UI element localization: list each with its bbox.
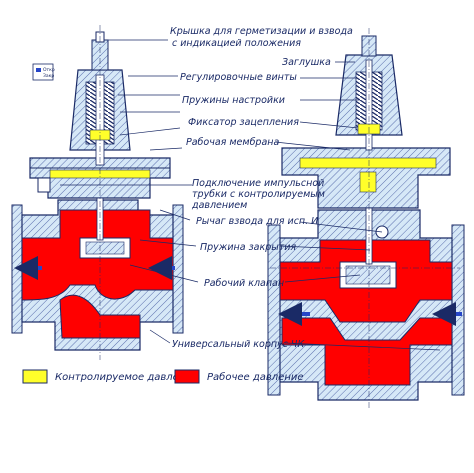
label-latch: Фиксатор зацепления xyxy=(188,117,299,128)
right-valve-inlet-flange xyxy=(451,224,465,396)
label-impulse-line3: давлением xyxy=(191,200,247,211)
label-valve: Рабочий клапан xyxy=(204,278,284,289)
indicator-closed-label: Закр xyxy=(43,73,54,79)
label-plug: Заглушка xyxy=(282,57,331,68)
label-setting-springs: Пружины настройки xyxy=(182,95,285,106)
label-cap-line2: с индикацией положения xyxy=(172,38,301,49)
legend-controlled-label: Контролируемое давление xyxy=(55,372,198,383)
label-membrane: Рабочая мембрана xyxy=(186,137,279,148)
label-cap-line1: Крышка для герметизации и взвода xyxy=(170,26,353,37)
indicator-open-label: Откр xyxy=(43,67,55,73)
label-cocking-lever: Рычаг взвода для исп. И xyxy=(196,216,318,227)
label-impulse-line1: Подключение импульсной xyxy=(192,178,324,189)
position-indicator: Откр Закр xyxy=(32,63,55,81)
legend-working-swatch xyxy=(174,369,200,384)
label-impulse-line2: трубки с контролируемым xyxy=(192,189,325,200)
label-body: Универсальный корпус ЧК xyxy=(172,339,305,350)
legend: Контролируемое давление Рабочее давление xyxy=(22,369,304,384)
callout-leaders xyxy=(60,39,441,351)
legend-working-label: Рабочее давление xyxy=(207,371,304,383)
left-valve-impulse-fitting xyxy=(37,177,51,193)
label-closing-spring: Пружина закрытия xyxy=(200,242,296,253)
legend-controlled-swatch xyxy=(22,369,48,384)
right-valve-controlled-zone xyxy=(299,157,437,169)
left-valve xyxy=(11,25,184,360)
right-valve xyxy=(267,28,465,410)
label-adjust-screws: Регулировочные винты xyxy=(180,72,297,83)
